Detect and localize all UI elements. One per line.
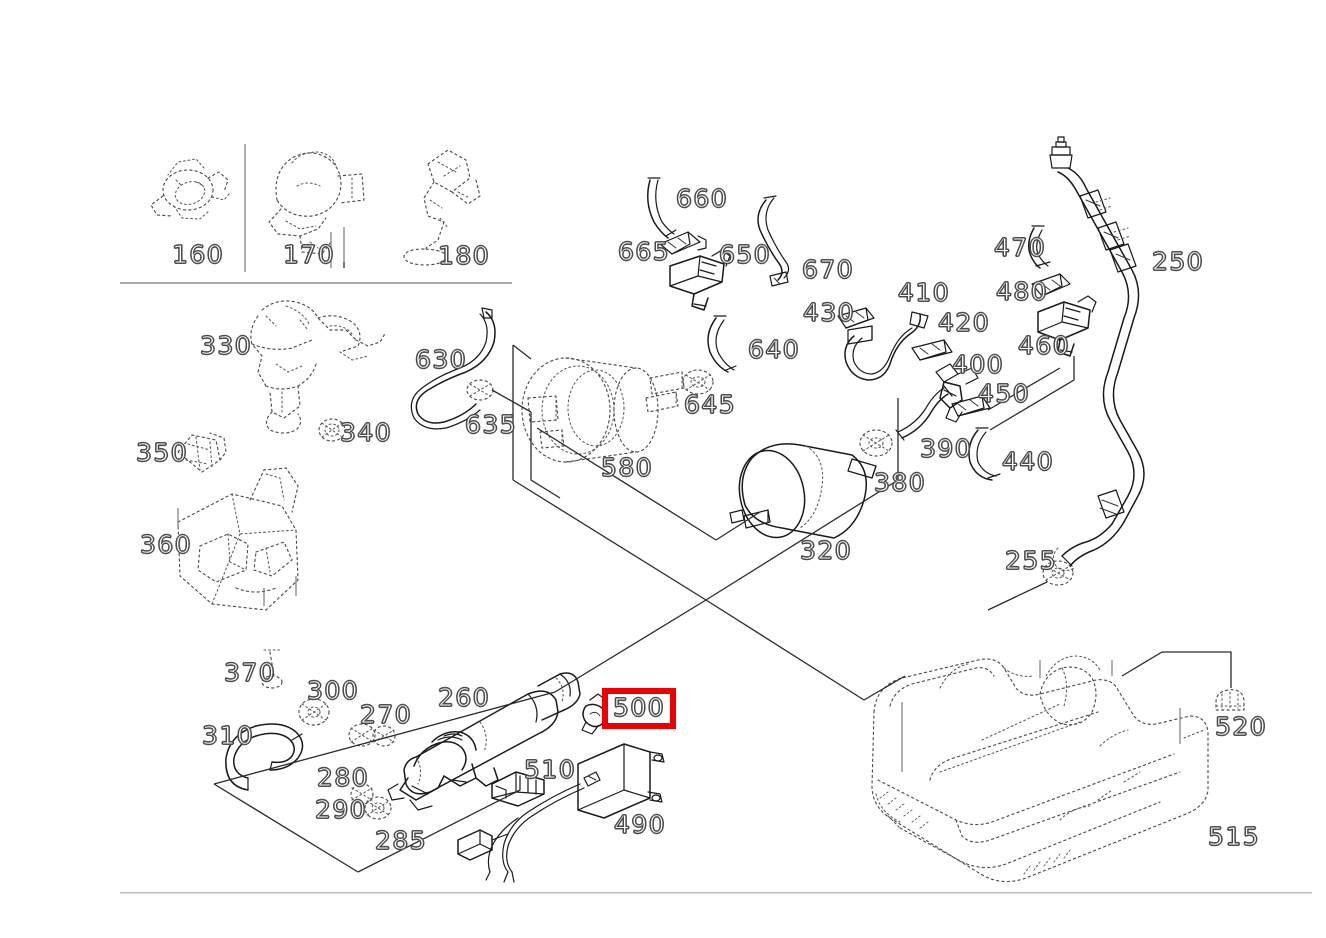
callout-480[interactable]: 480 bbox=[995, 277, 1049, 306]
callout-160[interactable]: 160 bbox=[171, 240, 225, 269]
part-660-hose bbox=[647, 177, 677, 239]
part-310-hose bbox=[225, 723, 304, 791]
callout-380[interactable]: 380 bbox=[873, 468, 927, 497]
footer-divider bbox=[120, 892, 1312, 894]
callout-470[interactable]: 470 bbox=[993, 233, 1047, 262]
part-420-clamp bbox=[911, 339, 953, 361]
part-320-fuel-filter bbox=[729, 443, 877, 539]
callout-650[interactable]: 650 bbox=[718, 240, 772, 269]
callout-430[interactable]: 430 bbox=[802, 298, 856, 327]
part-410-hose bbox=[844, 311, 929, 381]
part-280-ring bbox=[372, 725, 396, 747]
callout-330[interactable]: 330 bbox=[199, 331, 253, 360]
part-630-hose bbox=[410, 307, 496, 430]
callout-645[interactable]: 645 bbox=[683, 390, 737, 419]
callout-670[interactable]: 670 bbox=[801, 255, 855, 284]
callout-520[interactable]: 520 bbox=[1214, 712, 1268, 741]
callout-450[interactable]: 450 bbox=[977, 379, 1031, 408]
callout-320[interactable]: 320 bbox=[799, 536, 853, 565]
callout-400[interactable]: 400 bbox=[951, 350, 1005, 379]
leader-lines bbox=[213, 262, 1232, 873]
part-285-ring bbox=[364, 796, 392, 820]
callout-580[interactable]: 580 bbox=[600, 453, 654, 482]
callout-660[interactable]: 660 bbox=[675, 184, 729, 213]
part-520-component bbox=[1215, 689, 1245, 711]
part-255-clip bbox=[1042, 560, 1074, 586]
part-390-hose bbox=[895, 385, 953, 441]
part-665-clamp bbox=[659, 231, 707, 255]
part-580-illustration bbox=[521, 357, 685, 463]
callout-440[interactable]: 440 bbox=[1001, 447, 1055, 476]
part-360-illustration bbox=[177, 467, 299, 611]
part-350-illustration bbox=[177, 432, 227, 473]
part-260-fuel-pump bbox=[387, 672, 581, 811]
part-670-hose bbox=[757, 195, 790, 287]
part-330-illustration bbox=[250, 300, 387, 434]
part-270-ring bbox=[348, 723, 376, 747]
part-250-fuel-pipe bbox=[1049, 136, 1145, 572]
callout-260[interactable]: 260 bbox=[437, 683, 491, 712]
part-300-ring bbox=[298, 698, 330, 726]
part-635-clip bbox=[466, 379, 494, 401]
callout-280[interactable]: 280 bbox=[316, 763, 370, 792]
callout-510[interactable]: 510 bbox=[523, 755, 577, 784]
part-340-illustration bbox=[318, 418, 346, 442]
callout-630[interactable]: 630 bbox=[414, 345, 468, 374]
part-490-module bbox=[457, 743, 665, 883]
callout-460[interactable]: 460 bbox=[1017, 331, 1071, 360]
callout-250[interactable]: 250 bbox=[1151, 247, 1205, 276]
top-box-dividers bbox=[120, 144, 512, 284]
callout-180[interactable]: 180 bbox=[437, 241, 491, 270]
callout-310[interactable]: 310 bbox=[201, 721, 255, 750]
part-180-illustration bbox=[403, 149, 481, 266]
callout-350[interactable]: 350 bbox=[135, 438, 189, 467]
part-290-ring bbox=[350, 783, 374, 805]
callout-300[interactable]: 300 bbox=[306, 676, 360, 705]
callout-370[interactable]: 370 bbox=[223, 658, 277, 687]
part-650-valve bbox=[669, 249, 731, 311]
callout-360[interactable]: 360 bbox=[139, 530, 193, 559]
callout-420[interactable]: 420 bbox=[937, 308, 991, 337]
callout-340[interactable]: 340 bbox=[339, 418, 393, 447]
part-170-illustration bbox=[268, 151, 365, 268]
part-370-illustration bbox=[261, 649, 283, 689]
callout-285[interactable]: 285 bbox=[374, 826, 428, 855]
callout-635[interactable]: 635 bbox=[464, 410, 518, 439]
part-470-hose bbox=[1027, 225, 1051, 269]
part-480-clamp bbox=[1031, 273, 1071, 297]
part-640-hose bbox=[707, 315, 737, 373]
callout-170[interactable]: 170 bbox=[282, 240, 336, 269]
callout-270[interactable]: 270 bbox=[359, 700, 413, 729]
part-460-valve bbox=[1037, 295, 1097, 357]
part-380-clip bbox=[859, 429, 893, 457]
part-450-clamp bbox=[951, 395, 991, 417]
callout-255[interactable]: 255 bbox=[1004, 546, 1058, 575]
part-160-illustration bbox=[150, 158, 231, 220]
callout-665[interactable]: 665 bbox=[617, 237, 671, 266]
callout-390[interactable]: 390 bbox=[919, 434, 973, 463]
part-430-clamp bbox=[837, 307, 875, 329]
callout-500-highlighted[interactable]: 500 bbox=[602, 688, 677, 729]
part-400-connector bbox=[935, 363, 979, 423]
callout-490[interactable]: 490 bbox=[613, 810, 667, 839]
callout-515[interactable]: 515 bbox=[1207, 822, 1261, 851]
part-645-clip bbox=[682, 369, 714, 395]
part-440-hose bbox=[968, 427, 1001, 481]
part-515-fuel-tank bbox=[871, 655, 1209, 883]
callout-290[interactable]: 290 bbox=[314, 795, 368, 824]
callout-410[interactable]: 410 bbox=[897, 278, 951, 307]
callout-640[interactable]: 640 bbox=[747, 335, 801, 364]
